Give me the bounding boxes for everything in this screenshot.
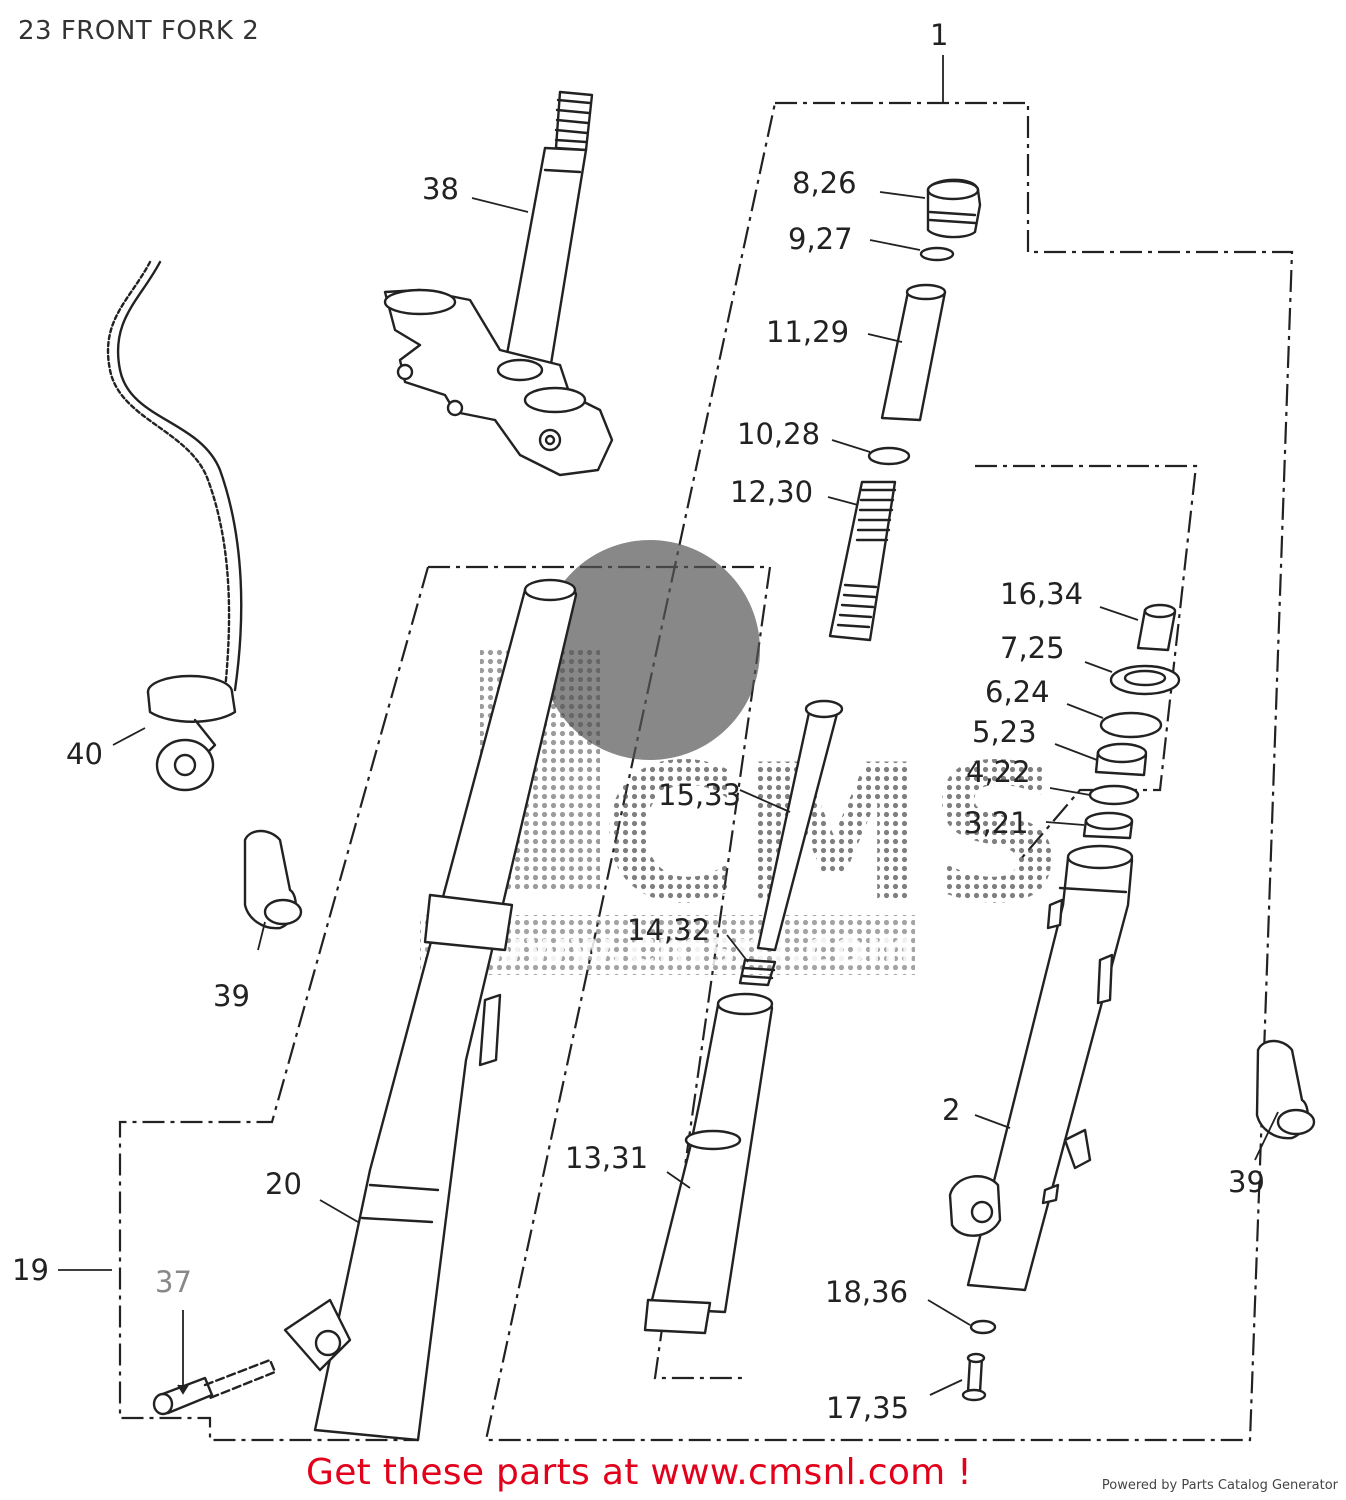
axle-bolt-part	[152, 1358, 277, 1416]
collar-part	[1136, 603, 1177, 652]
drain-washer-part	[969, 1319, 997, 1335]
drain-bolt-part	[961, 1352, 987, 1402]
inner-tube-group-outline	[975, 464, 1198, 861]
page-title: 23 FRONT FORK 2	[18, 16, 260, 46]
callout-38: 38	[422, 172, 459, 206]
leader-lines	[58, 55, 1279, 1396]
callout-labels: 1 8,26 9,27 11,29 10,28 12,30 16,34 7,25…	[12, 18, 1265, 1425]
watermark-subtext: www.cmsnl.com	[480, 921, 916, 977]
watermark-text: CMS	[600, 724, 1065, 945]
callout-19: 19	[12, 1253, 49, 1287]
fork-clip-left-part	[243, 829, 303, 930]
circlip-part	[1099, 711, 1163, 739]
callout-8-26: 8,26	[792, 166, 857, 200]
callout-4-22: 4,22	[966, 755, 1031, 789]
shop-link[interactable]: Get these parts at www.cmsnl.com !	[306, 1452, 972, 1493]
callout-13-31: 13,31	[565, 1141, 648, 1175]
callout-3-21: 3,21	[964, 806, 1029, 840]
callout-39-left: 39	[213, 979, 250, 1013]
assembly-19-outline	[118, 565, 772, 1442]
callout-39-right: 39	[1228, 1165, 1265, 1199]
fork-clip-right-part	[1255, 1039, 1316, 1140]
rebound-spring-part	[738, 958, 777, 987]
dust-seal-part	[1109, 664, 1181, 696]
callout-12-30: 12,30	[730, 475, 813, 509]
callout-1: 1	[930, 18, 948, 52]
callout-16-34: 16,34	[1000, 577, 1083, 611]
fork-spring-part	[828, 480, 897, 642]
assembly-outlines	[118, 101, 1294, 1442]
seal-washer-part	[1088, 784, 1140, 806]
callout-20: 20	[265, 1167, 302, 1201]
callout-10-28: 10,28	[737, 417, 820, 451]
outer-tube-part	[948, 844, 1134, 1292]
powered-by-text: Powered by Parts Catalog Generator	[1101, 1478, 1338, 1493]
washer-part	[867, 446, 911, 466]
callout-18-36: 18,36	[825, 1275, 908, 1309]
callout-7-25: 7,25	[1000, 631, 1065, 665]
inner-tube-assy-part	[283, 578, 578, 1442]
lower-triple-clamp-part	[383, 288, 614, 477]
callout-6-24: 6,24	[985, 675, 1050, 709]
callout-17-35: 17,35	[826, 1391, 909, 1425]
callout-5-23: 5,23	[972, 715, 1037, 749]
oil-seal-part	[1094, 742, 1148, 777]
steering-stem-part	[503, 90, 594, 372]
cap-bolt-part	[926, 178, 982, 239]
callout-14-32: 14,32	[627, 913, 710, 947]
callout-37: 37	[155, 1265, 192, 1299]
inner-tube-part	[643, 992, 774, 1335]
o-ring-part	[919, 246, 955, 262]
callout-9-27: 9,27	[788, 222, 853, 256]
assembly-1-outline	[484, 101, 1294, 1442]
slide-metal-part	[1082, 811, 1134, 840]
spacer-part	[880, 283, 947, 422]
hose-guide-part	[106, 260, 243, 792]
callout-15-33: 15,33	[658, 778, 741, 812]
callout-40: 40	[66, 737, 103, 771]
callout-2: 2	[942, 1093, 960, 1127]
callout-11-29: 11,29	[766, 315, 849, 349]
damper-rod-part	[756, 699, 844, 952]
